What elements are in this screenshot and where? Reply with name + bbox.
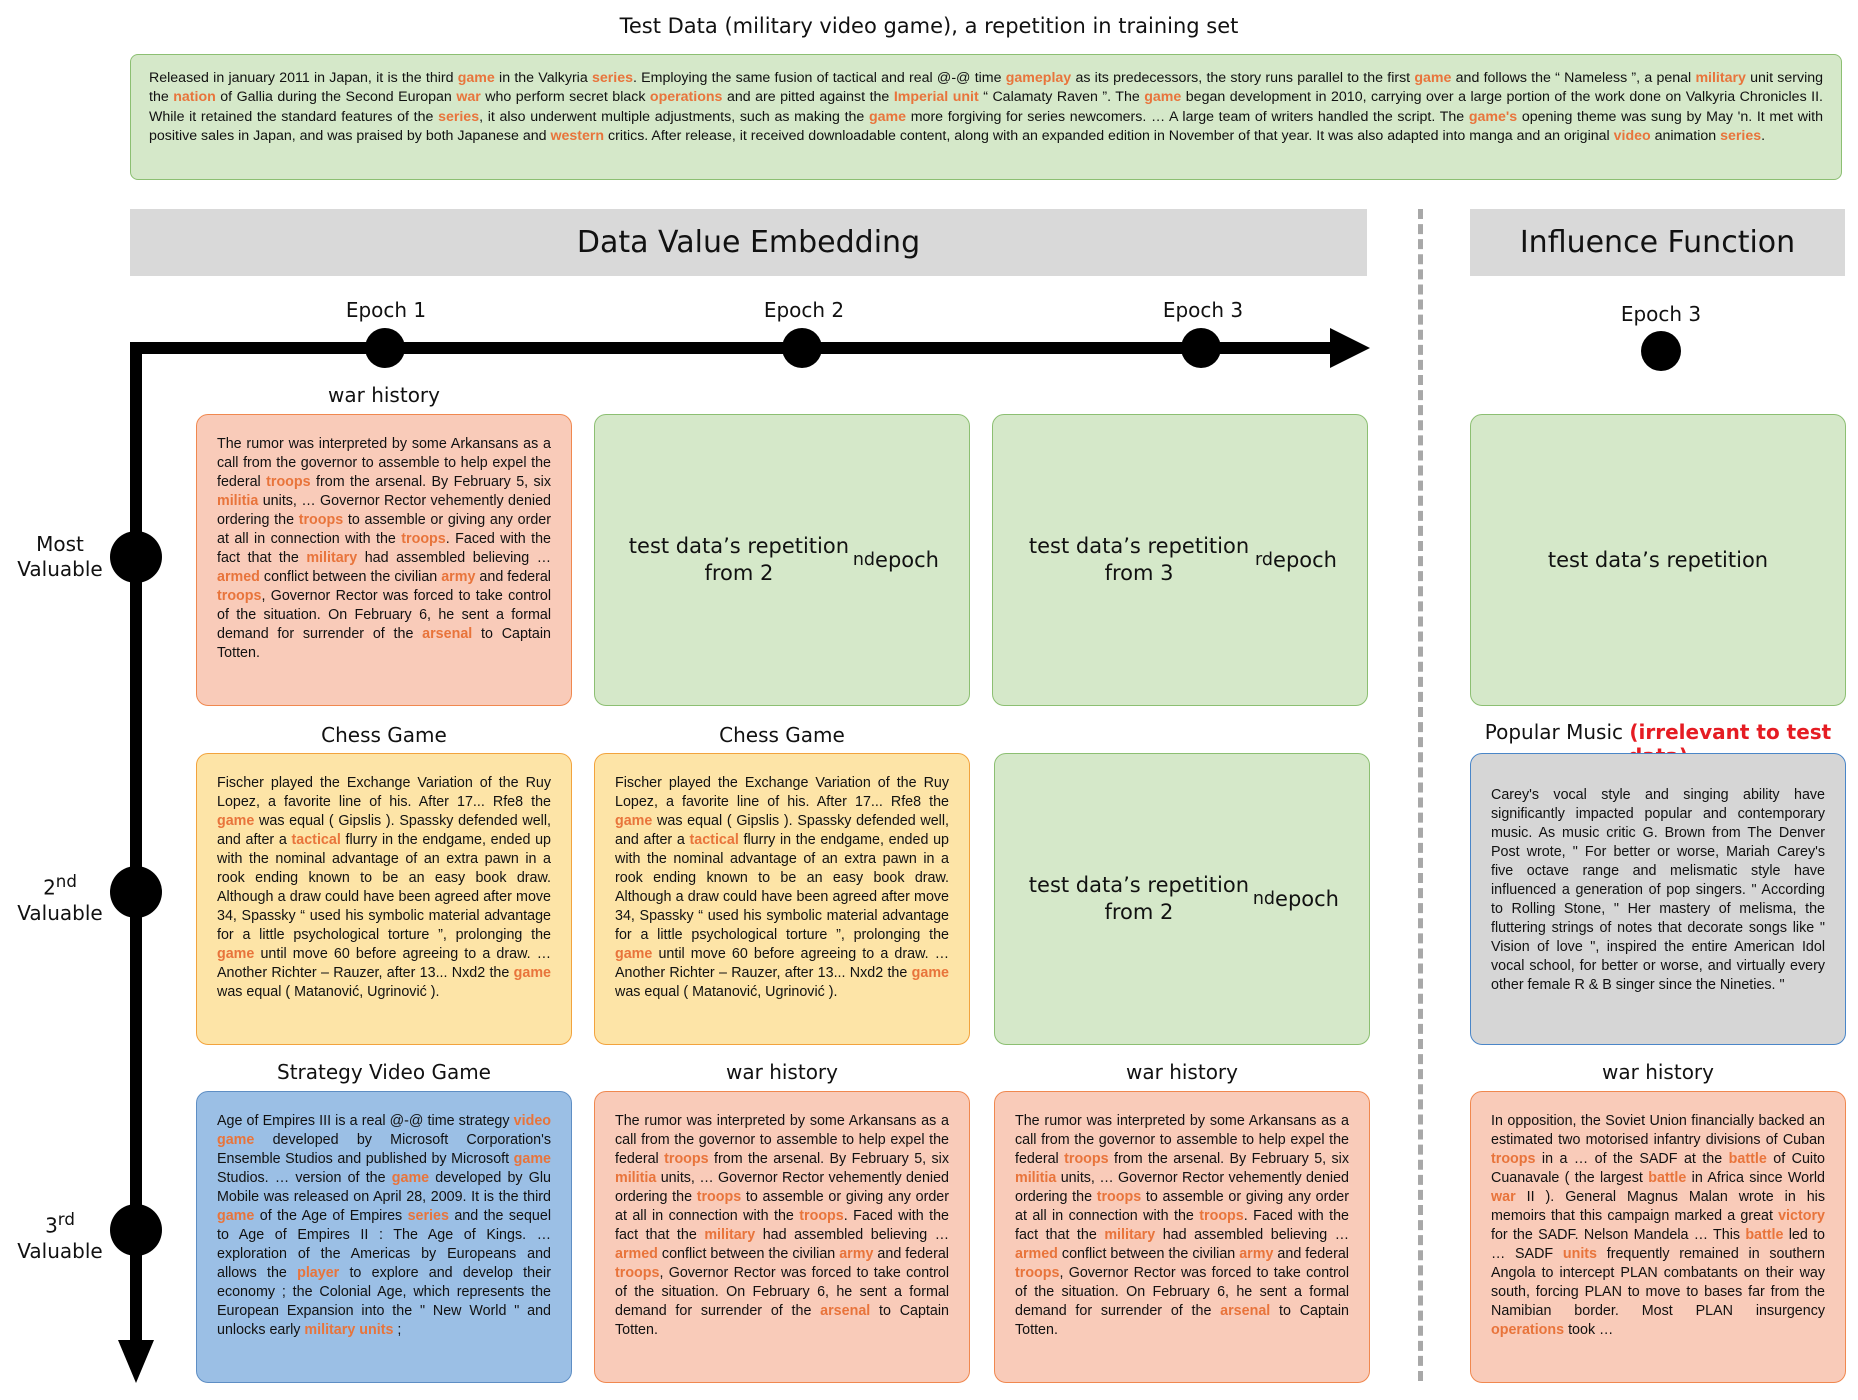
rank-3rd-valuable-marker	[110, 1204, 162, 1256]
epoch-3-marker	[1181, 328, 1221, 368]
card-label-epoch1-rank1: war history	[328, 383, 440, 407]
card-label-epoch1-rank2: Chess Game	[321, 723, 447, 747]
card-epoch2-rank3-war-history: The rumor was interpreted by some Arkans…	[594, 1091, 970, 1383]
epoch-3-label: Epoch 3	[1162, 298, 1244, 322]
horizontal-axis-arrowhead	[1330, 328, 1370, 368]
vertical-axis-arrowhead	[118, 1340, 154, 1383]
epoch-1-label: Epoch 1	[345, 298, 427, 322]
card-epoch1-rank3-strategy-game: Age of Empires III is a real @-@ time st…	[196, 1091, 572, 1383]
epoch-2-marker	[782, 328, 822, 368]
vertical-axis-line	[130, 342, 142, 1350]
epoch-2-label: Epoch 2	[763, 298, 845, 322]
epoch-1-marker	[365, 328, 405, 368]
if-epoch-3-marker	[1641, 331, 1681, 371]
card-epoch2-rank2-chess: Fischer played the Exchange Variation of…	[594, 753, 970, 1045]
card-label-if-rank3: war history	[1602, 1060, 1714, 1084]
section-divider	[1418, 209, 1423, 1381]
card-epoch1-rank1-war-history: The rumor was interpreted by some Arkans…	[196, 414, 572, 706]
section-header-data-value-embedding: Data Value Embedding	[130, 209, 1367, 276]
card-if-rank1-repetition: test data’s repetition	[1470, 414, 1846, 706]
card-label-epoch2-rank3: war history	[726, 1060, 838, 1084]
card-if-rank2-music: Carey's vocal style and singing ability …	[1470, 753, 1846, 1045]
card-if-rank3-war-history: In opposition, the Soviet Union financia…	[1470, 1091, 1846, 1383]
if-epoch-3-label: Epoch 3	[1620, 302, 1702, 326]
popular-music-text: Popular Music	[1484, 720, 1630, 744]
rank-2nd-valuable-marker	[110, 866, 162, 918]
section-header-influence-function: Influence Function	[1470, 209, 1845, 276]
test-data-box: Released in january 2011 in Japan, it is…	[130, 54, 1842, 180]
card-epoch1-rank2-chess: Fischer played the Exchange Variation of…	[196, 753, 572, 1045]
card-epoch3-rank3-war-history: The rumor was interpreted by some Arkans…	[994, 1091, 1370, 1383]
card-label-epoch3-rank3: war history	[1126, 1060, 1238, 1084]
card-label-epoch1-rank3: Strategy Video Game	[277, 1060, 491, 1084]
figure-title: Test Data (military video game), a repet…	[619, 14, 1239, 38]
rank-most-valuable-marker	[110, 531, 162, 583]
horizontal-axis-line	[130, 342, 1345, 354]
card-label-epoch2-rank2: Chess Game	[719, 723, 845, 747]
